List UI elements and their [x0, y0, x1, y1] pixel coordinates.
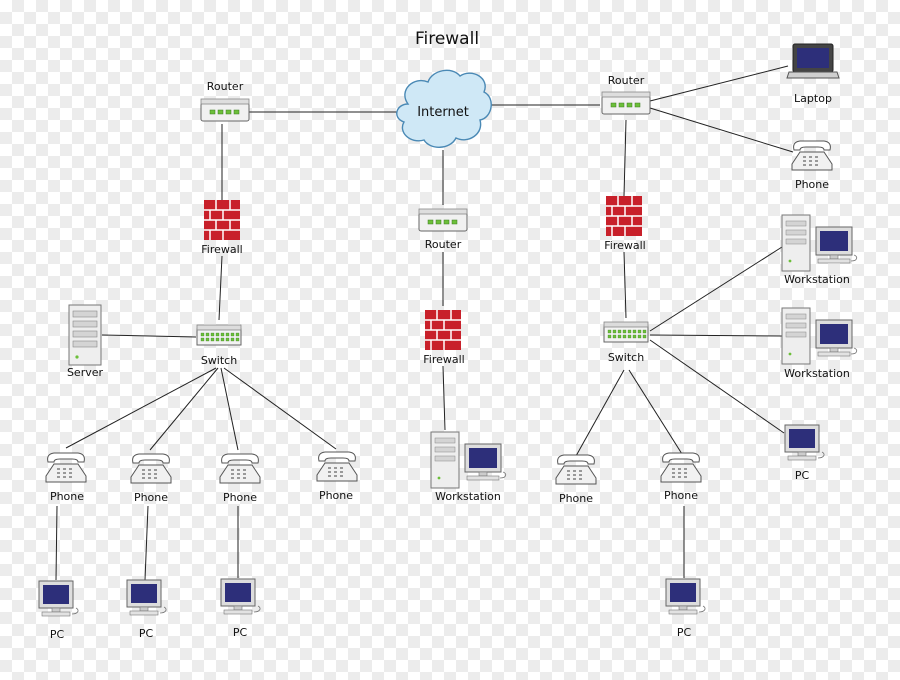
workstation-icon — [781, 307, 858, 365]
telephone-icon — [45, 452, 87, 483]
phone-left-3-label: Phone — [223, 491, 257, 504]
pc-left-2: PC — [126, 579, 167, 640]
link-switch-server — [101, 334, 197, 338]
router-right: Router — [601, 74, 651, 115]
internet-cloud: Internet — [396, 69, 492, 148]
pc-right-switch: PC — [784, 424, 825, 482]
telephone-icon — [130, 453, 172, 484]
diagram-title: Firewall — [415, 29, 479, 49]
monitor-icon — [220, 578, 261, 615]
link-switch-phone-right-2 — [628, 369, 683, 455]
phone-left-3: Phone — [219, 453, 261, 504]
link-firewall-switch-right — [623, 251, 627, 319]
brick-wall-icon — [605, 195, 643, 237]
phone-right-top: Phone — [791, 140, 833, 191]
link-router-phone-right — [649, 107, 794, 153]
laptop-label: Laptop — [794, 92, 832, 105]
link-switch-phone-2 — [149, 367, 219, 451]
laptop: Laptop — [786, 43, 840, 105]
pc-left-2-label: PC — [139, 627, 154, 640]
phone-left-2: Phone — [130, 453, 172, 504]
monitor-icon — [665, 578, 706, 615]
server-label: Server — [67, 366, 104, 379]
monitor-icon — [126, 579, 167, 616]
switch-right-label: Switch — [608, 351, 644, 364]
phone-left-1-label: Phone — [50, 490, 84, 503]
link-router-firewall-right — [623, 119, 627, 197]
link-switch-phone-right-1 — [575, 369, 625, 457]
telephone-icon — [219, 453, 261, 484]
phone-left-4-label: Phone — [319, 489, 353, 502]
firewall-right-label: Firewall — [604, 239, 645, 252]
workstation-center-label: Workstation — [435, 490, 501, 503]
pc-left-1-label: PC — [50, 628, 65, 641]
switch-left: Switch — [196, 324, 242, 367]
link-switch-workstation-2 — [649, 334, 783, 337]
workstation-icon — [781, 214, 858, 272]
phone-left-2-label: Phone — [134, 491, 168, 504]
link-switch-phone-4 — [223, 367, 337, 450]
router-center-label: Router — [425, 238, 462, 251]
monitor-icon — [38, 580, 79, 617]
link-firewall-workstation-center — [442, 365, 446, 431]
phone-left-4: Phone — [316, 451, 358, 502]
link-switch-pc-right — [649, 339, 785, 434]
link-switch-phone-1 — [65, 367, 217, 449]
phone-right-1: Phone — [555, 454, 597, 505]
router-icon — [200, 98, 250, 122]
switch-right: Switch — [603, 321, 649, 364]
connections — [55, 65, 794, 581]
link-router-laptop — [649, 65, 789, 102]
firewall-left: Firewall — [201, 199, 243, 256]
monitor-icon — [784, 424, 825, 461]
link-switch-workstation-1 — [649, 246, 783, 332]
router-left-label: Router — [207, 80, 244, 93]
router-right-label: Router — [608, 74, 645, 87]
telephone-icon — [316, 451, 358, 482]
link-firewall-switch-left — [218, 255, 223, 321]
firewall-center: Firewall — [423, 309, 465, 366]
pc-left-1: PC — [38, 580, 79, 641]
telephone-icon — [555, 454, 597, 485]
router-left: Router — [200, 80, 250, 122]
pc-left-3-label: PC — [233, 626, 248, 639]
brick-wall-icon — [203, 199, 241, 241]
phone-left-1: Phone — [45, 452, 87, 503]
workstation-right-1: Workstation — [781, 214, 858, 286]
phone-right-2: Phone — [660, 452, 702, 502]
phone-right-2-label: Phone — [664, 489, 698, 502]
workstation-icon — [430, 431, 507, 489]
laptop-icon — [786, 43, 840, 79]
phone-right-1-label: Phone — [559, 492, 593, 505]
cloud-icon — [396, 69, 492, 148]
telephone-icon — [660, 452, 702, 483]
network-switch-icon — [603, 321, 649, 343]
pc-right-bottom: PC — [665, 578, 706, 639]
workstation-right-1-label: Workstation — [784, 273, 850, 286]
link-phone-pc-1 — [55, 505, 58, 581]
router-icon — [601, 91, 651, 115]
router-icon — [418, 208, 468, 232]
server: Server — [67, 304, 104, 379]
workstation-right-2-label: Workstation — [784, 367, 850, 380]
switch-left-label: Switch — [201, 354, 237, 367]
pc-right-bottom-label: PC — [677, 626, 692, 639]
link-phone-pc-2 — [144, 505, 149, 581]
link-switch-phone-3 — [220, 367, 239, 451]
network-switch-icon — [196, 324, 242, 346]
pc-left-3: PC — [220, 578, 261, 639]
internet-label: Internet — [417, 105, 469, 120]
workstation-center: Workstation — [430, 431, 507, 503]
phone-right-top-label: Phone — [795, 178, 829, 191]
telephone-icon — [791, 140, 833, 171]
server-tower-icon — [68, 304, 102, 366]
workstation-right-2: Workstation — [781, 307, 858, 380]
firewall-right: Firewall — [604, 195, 646, 252]
pc-right-switch-label: PC — [795, 469, 810, 482]
firewall-center-label: Firewall — [423, 353, 464, 366]
firewall-left-label: Firewall — [201, 243, 242, 256]
brick-wall-icon — [424, 309, 462, 351]
router-center: Router — [418, 208, 468, 251]
